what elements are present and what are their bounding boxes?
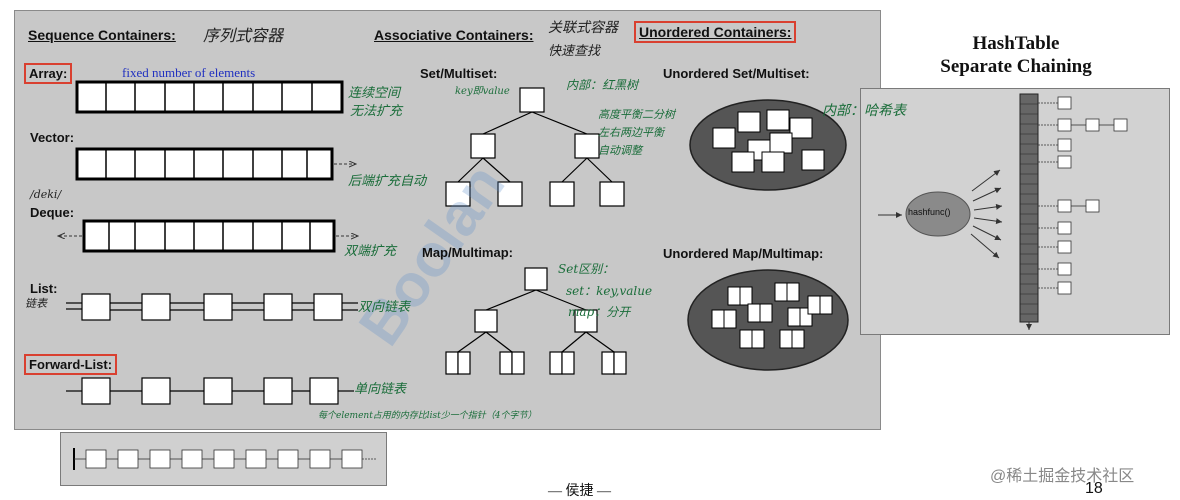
array-diagram [75, 80, 344, 114]
associative-containers-header: Associative Containers: [374, 27, 534, 43]
deque-label: Deque: [30, 205, 75, 220]
hashtable-diagram [878, 93, 1128, 330]
note-deque-phonetic: /deki/ [30, 188, 62, 201]
set-tree [445, 87, 625, 207]
list-diagram [66, 293, 358, 321]
array-caption: fixed number of elements [122, 65, 256, 80]
vector-diagram [75, 147, 356, 181]
note-list-side: 链表 [25, 297, 47, 310]
note-unordered: 内部：哈希表 [822, 103, 906, 119]
note-array-1: 连续空间 [348, 86, 401, 101]
unordered-set-ellipse [689, 99, 847, 191]
note-map-2: set：key,value [566, 284, 653, 298]
note-set-2: 高度平衡二分树 [598, 108, 675, 121]
forward-list-diagram [66, 377, 354, 405]
hashfunc-label: hashfunc() [908, 207, 951, 217]
unordered-containers-header: Unordered Containers: [634, 21, 797, 43]
note-set-4: 自动调整 [598, 144, 642, 157]
array-label: Array: [24, 63, 73, 84]
note-forward-list-bottom: 每个element占用的内存比list少一个指针（4个字节） [318, 411, 537, 421]
note-sequence: 序列式容器 [203, 26, 284, 45]
note-list: 双向链表 [358, 300, 411, 315]
list-label: List: [30, 281, 58, 296]
bottom-list-diagram [73, 448, 376, 470]
map-label: Map/Multimap: [422, 245, 513, 260]
hashtable-title-line-1: HashTable [972, 33, 1060, 54]
forward-list-label: Forward-List: [24, 354, 118, 375]
unordered-map-ellipse [687, 269, 849, 371]
note-vector: 后端扩充自动 [348, 174, 427, 189]
map-tree [445, 267, 627, 375]
footer-author: — 侯捷 — [548, 484, 611, 499]
note-forward-list: 单向链表 [354, 382, 407, 397]
page-number: 18 [1085, 480, 1103, 497]
unordered-set-label: Unordered Set/Multiset: [663, 66, 810, 81]
credit-text: @稀土掘金技术社区 [990, 468, 1135, 485]
note-set-left: key即value [455, 86, 510, 97]
set-label: Set/Multiset: [420, 66, 498, 81]
sequence-containers-header: Sequence Containers: [28, 27, 176, 43]
note-map-3: map：分开 [568, 305, 631, 319]
note-deque: 双端扩充 [344, 244, 397, 259]
note-associative-2: 快速查找 [548, 44, 601, 59]
note-set-1: 内部：红黑树 [566, 78, 639, 92]
vector-label: Vector: [30, 130, 75, 145]
deque-diagram [58, 219, 358, 253]
note-array-2: 无法扩充 [350, 104, 403, 119]
hashtable-title-line-2: Separate Chaining [940, 56, 1092, 77]
unordered-map-label: Unordered Map/Multimap: [663, 246, 824, 261]
note-associative-1: 关联式容器 [548, 20, 618, 36]
note-map-1: Set区别： [558, 262, 615, 276]
note-set-3: 左右两边平衡 [598, 126, 664, 139]
hashtable-title: HashTable Separate Chaining [910, 32, 1122, 78]
